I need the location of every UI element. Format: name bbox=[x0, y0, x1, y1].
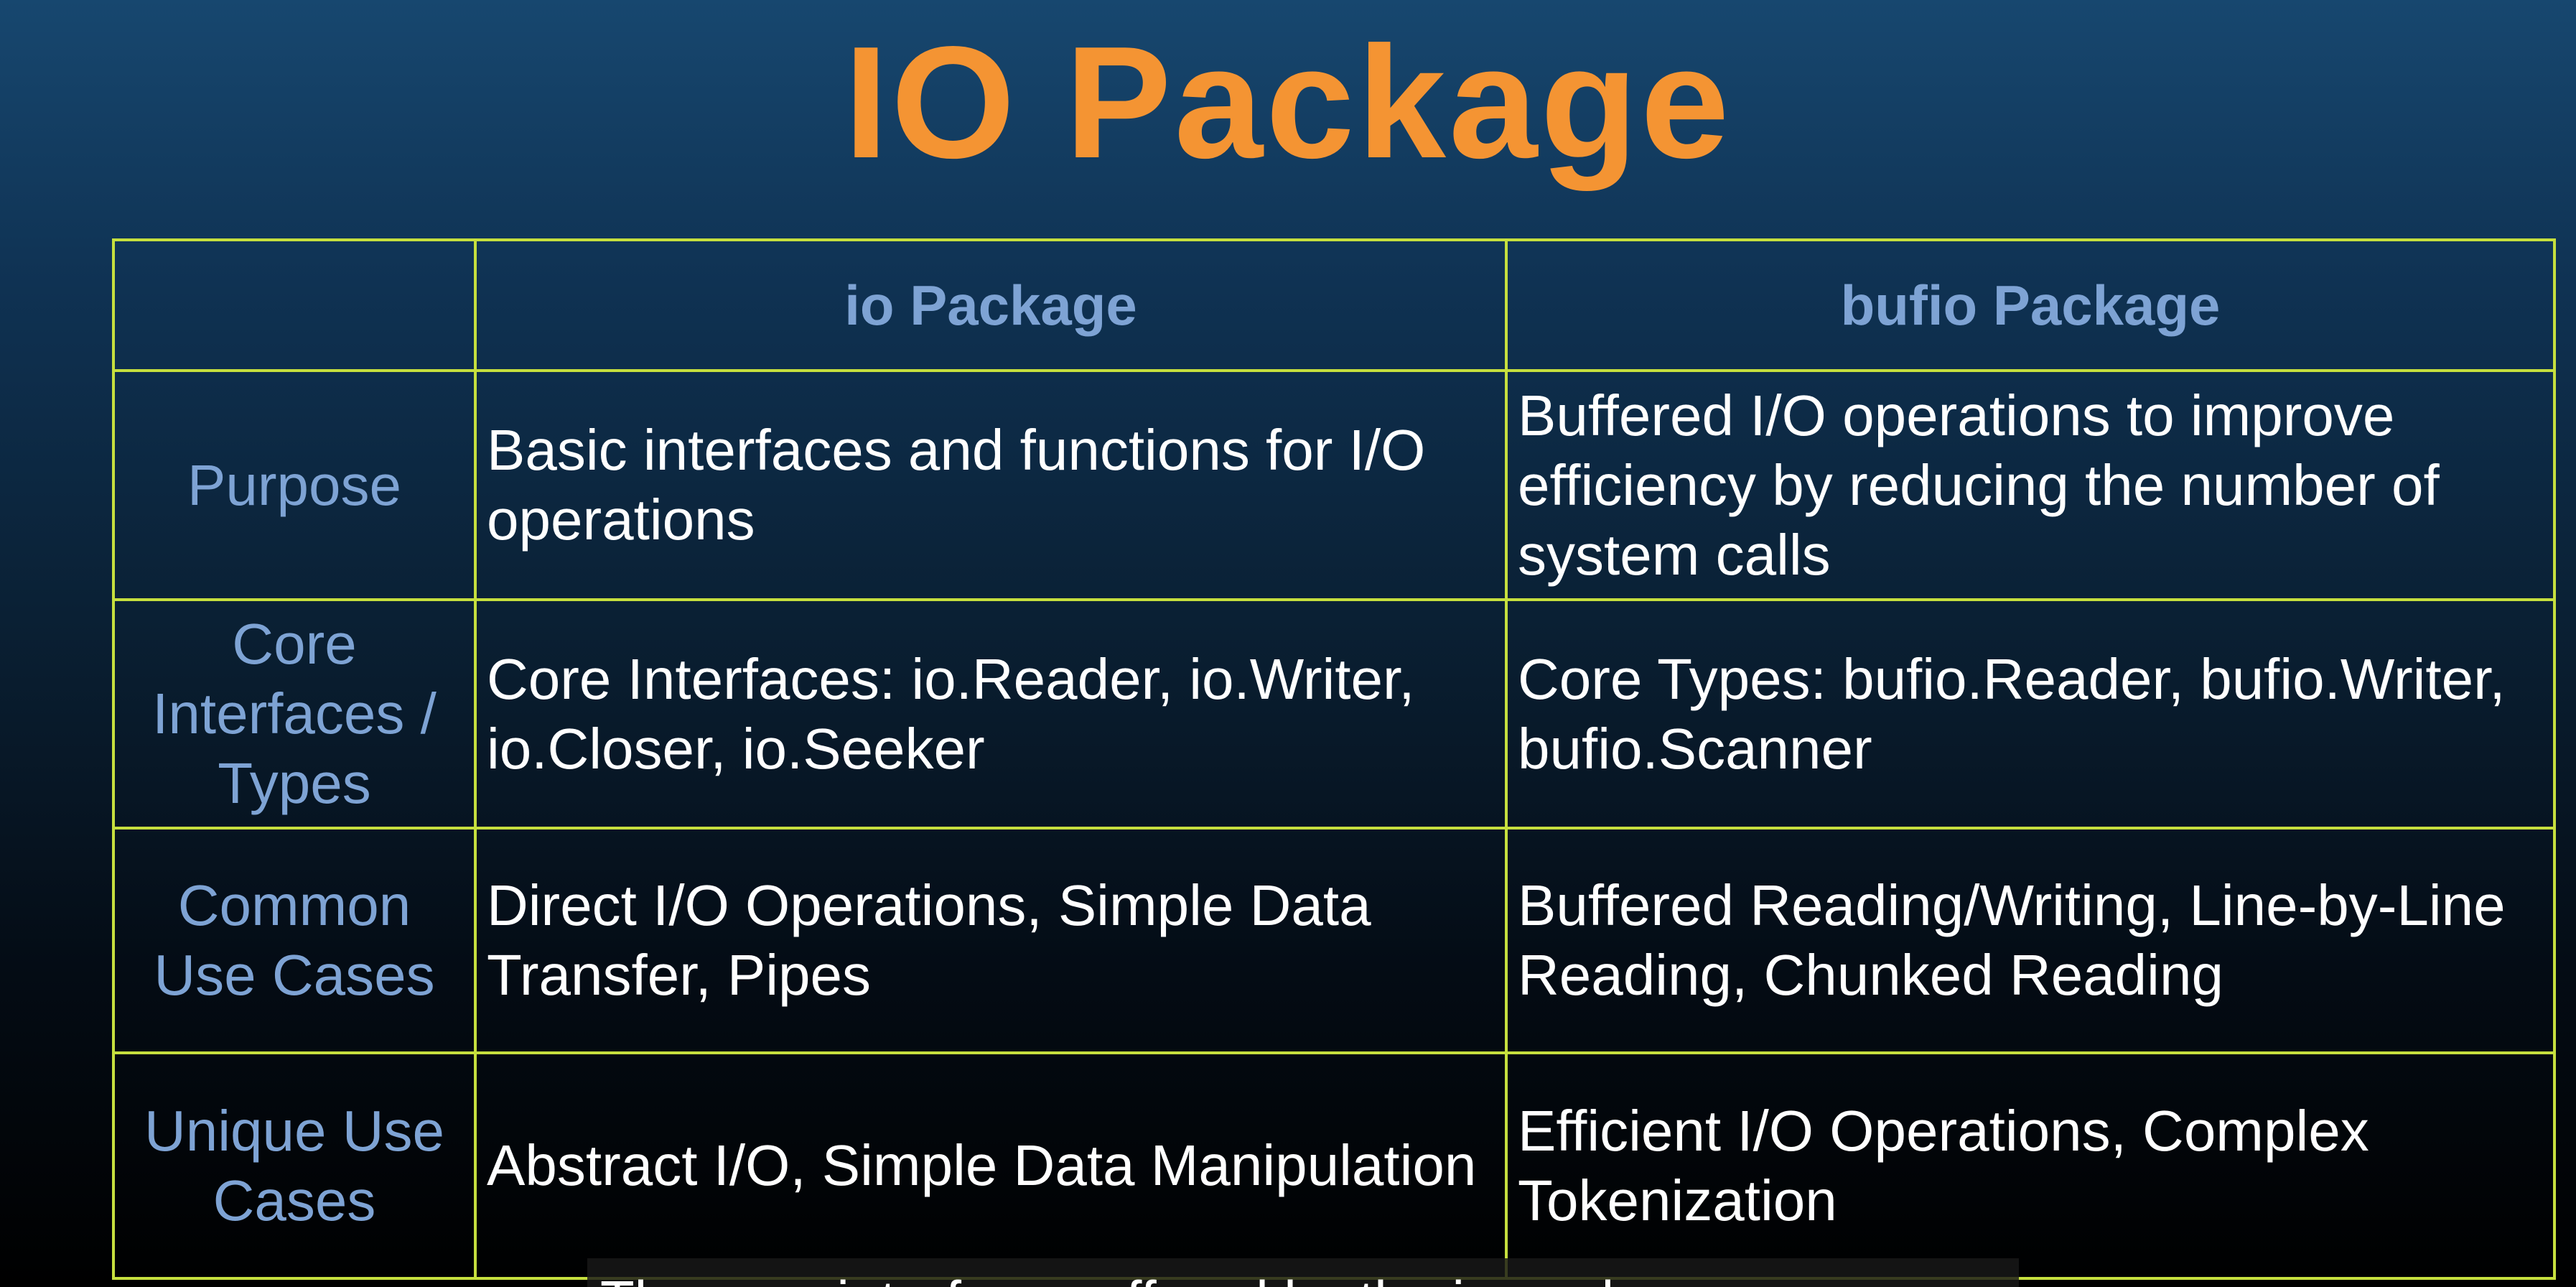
comparison-table: io Package bufio Package Purpose Basic i… bbox=[112, 238, 2556, 1281]
row-label-common-use-cases: Common Use Cases bbox=[112, 827, 477, 1054]
bufio-unique-use-cases-cell: Efficient I/O Operations, Complex Tokeni… bbox=[1505, 1051, 2556, 1281]
table-row: Common Use Cases Direct I/O Operations, … bbox=[112, 827, 2556, 1054]
row-label-unique-use-cases: Unique Use Cases bbox=[112, 1051, 477, 1281]
video-caption: The core interfaces offered by the io pa… bbox=[587, 1258, 2019, 1287]
header-corner-cell bbox=[112, 238, 477, 373]
header-io-package: io Package bbox=[474, 238, 1508, 373]
table-header-row: io Package bufio Package bbox=[112, 238, 2556, 373]
io-common-use-cases-cell: Direct I/O Operations, Simple Data Trans… bbox=[474, 827, 1508, 1054]
bufio-purpose-cell: Buffered I/O operations to improve effic… bbox=[1505, 369, 2556, 601]
row-label-purpose: Purpose bbox=[112, 369, 477, 601]
bufio-common-use-cases-cell: Buffered Reading/Writing, Line-by-Line R… bbox=[1505, 827, 2556, 1054]
header-bufio-package: bufio Package bbox=[1505, 238, 2556, 373]
io-purpose-cell: Basic interfaces and functions for I/O o… bbox=[474, 369, 1508, 601]
caption-text: The core interfaces offered by the io pa… bbox=[600, 1268, 2019, 1287]
row-label-core-types: Core Interfaces / Types bbox=[112, 598, 477, 830]
table-row: Unique Use Cases Abstract I/O, Simple Da… bbox=[112, 1051, 2556, 1281]
slide-title: IO Package bbox=[844, 14, 1732, 192]
bufio-core-types-cell: Core Types: bufio.Reader, bufio.Writer, … bbox=[1505, 598, 2556, 830]
io-core-types-cell: Core Interfaces: io.Reader, io.Writer, i… bbox=[474, 598, 1508, 830]
io-unique-use-cases-cell: Abstract I/O, Simple Data Manipulation bbox=[474, 1051, 1508, 1281]
table-row: Purpose Basic interfaces and functions f… bbox=[112, 369, 2556, 601]
table-row: Core Interfaces / Types Core Interfaces:… bbox=[112, 598, 2556, 830]
